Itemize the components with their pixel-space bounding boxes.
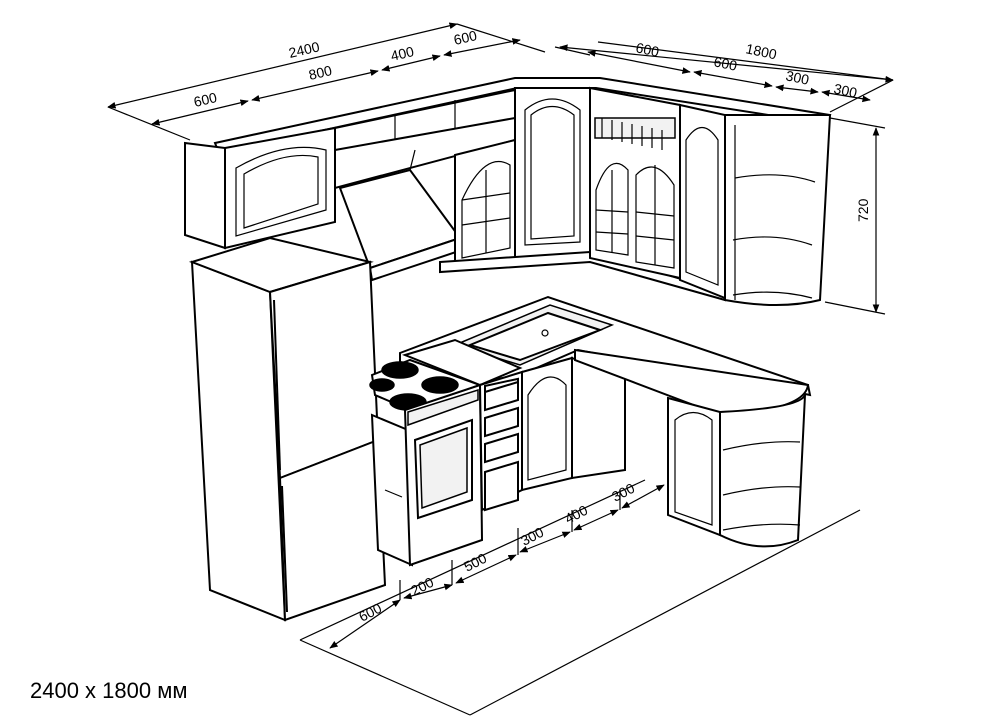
dim-top-right-seg1: 600 bbox=[634, 39, 660, 60]
dim-top-left-seg4: 600 bbox=[452, 27, 479, 48]
lower-cabinets bbox=[369, 295, 812, 567]
dim-top-right-seg3: 300 bbox=[784, 67, 810, 88]
top-dimension-lines bbox=[107, 22, 894, 315]
size-caption: 2400 x 1800 мм bbox=[30, 678, 188, 703]
fridge bbox=[188, 236, 387, 622]
dim-top-left-seg3: 400 bbox=[389, 43, 416, 64]
dim-height: 720 bbox=[855, 198, 871, 222]
balusters bbox=[601, 118, 663, 150]
floor-dimension-lines bbox=[299, 479, 861, 716]
dim-top-left-overall: 2400 bbox=[287, 38, 321, 61]
dim-floor-seg6: 300 bbox=[609, 480, 637, 505]
dim-top-right-seg2: 600 bbox=[712, 53, 738, 74]
upper-cabinets bbox=[184, 77, 832, 306]
dim-floor-seg2: 200 bbox=[408, 574, 436, 599]
dim-top-left-seg2: 800 bbox=[307, 62, 334, 83]
dim-top-right-overall: 1800 bbox=[744, 40, 778, 62]
dimension-labels: 2400 600 800 400 600 1800 600 600 300 30… bbox=[192, 27, 871, 625]
dim-floor-seg5: 400 bbox=[562, 502, 590, 527]
dim-top-right-seg4: 300 bbox=[832, 80, 858, 101]
dim-top-left-seg1: 600 bbox=[192, 89, 219, 110]
dim-floor-seg3: 500 bbox=[461, 550, 489, 575]
